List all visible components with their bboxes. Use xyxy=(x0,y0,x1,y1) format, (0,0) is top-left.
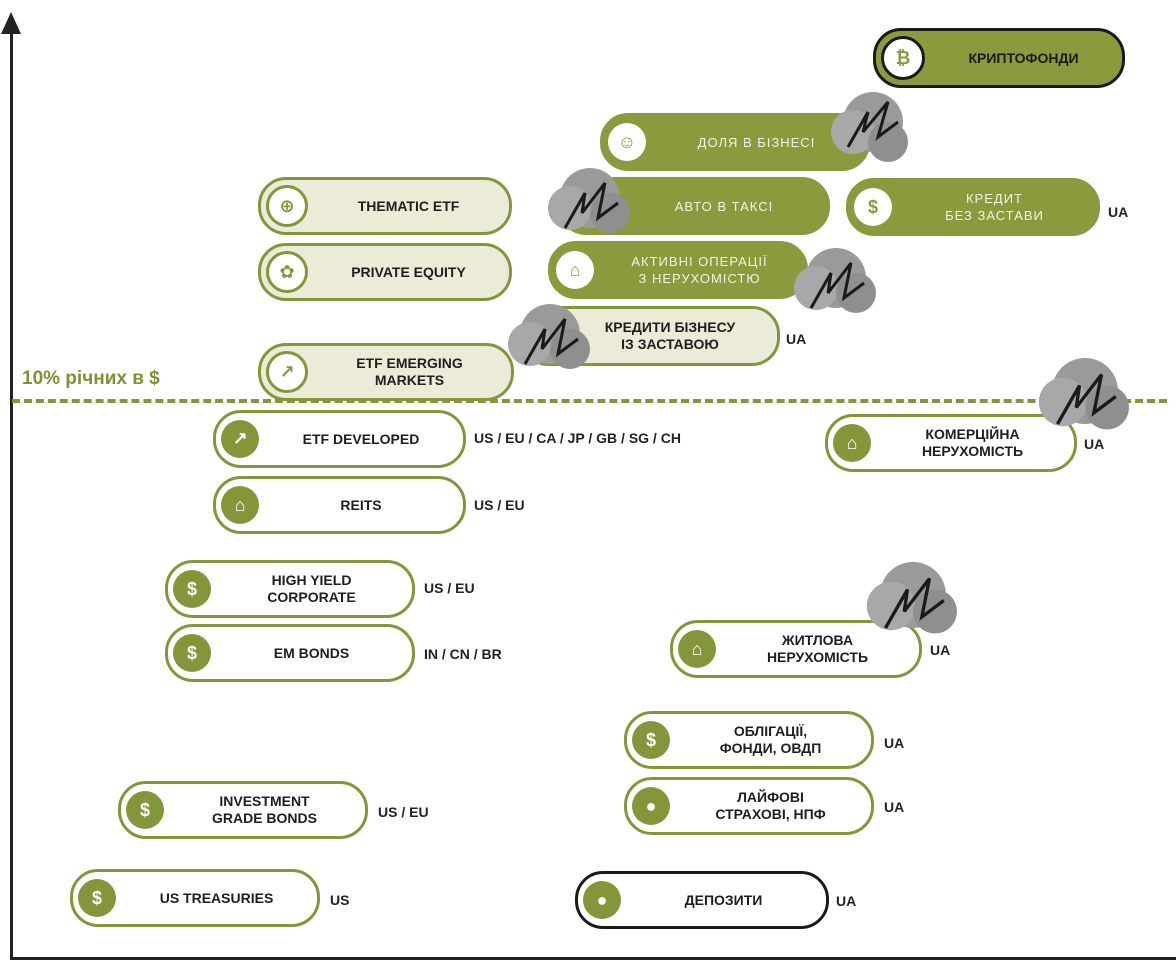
gear-icon: ✿ xyxy=(266,251,308,293)
region-label: US / EU xyxy=(378,804,429,820)
node-crypto-funds: ₿ КРИПТОФОНДИ xyxy=(873,28,1125,88)
node-label: US TREASURIES xyxy=(159,889,274,906)
node-label: АВТО В ТАКСІ xyxy=(674,198,774,214)
node-em-bonds: $ EM BONDS xyxy=(165,624,415,682)
node-label: ДОЛЯ В БІЗНЕСІ xyxy=(697,134,816,150)
node-label: КРЕДИТ БЕЗ ЗАСТАВИ xyxy=(945,191,1044,223)
explosion-icon xyxy=(794,248,876,313)
node-label: THEMATIC ETF xyxy=(357,197,460,214)
node-label: INVESTMENT GRADE BONDS xyxy=(211,793,317,826)
node-etf-developed: ↗ ETF DEVELOPED xyxy=(213,410,466,468)
chart-up-icon: ↗ xyxy=(221,420,259,458)
y-axis xyxy=(10,30,13,960)
money-icon: $ xyxy=(173,570,211,608)
explosion-icon xyxy=(548,168,630,233)
node-us-treasuries: $ US TREASURIES xyxy=(70,869,320,927)
person-money-icon: $ xyxy=(854,188,892,226)
node-business-share: ☺ ДОЛЯ В БІЗНЕСІ xyxy=(600,113,870,171)
explosion-icon xyxy=(508,304,590,369)
node-label: ЖИТЛОВА НЕРУХОМІСТЬ xyxy=(766,632,869,665)
node-etf-emerging-markets: ↗ ETF EMERGING MARKETS xyxy=(258,343,514,401)
node-ua-bonds: $ ОБЛІГАЦІЇ, ФОНДИ, ОВДП xyxy=(624,711,874,769)
region-label: UA xyxy=(1084,436,1105,452)
people-icon: ☺ xyxy=(608,123,646,161)
bank-icon: ⌂ xyxy=(556,251,594,289)
node-commercial-real-estate: ⌂ КОМЕРЦІЙНА НЕРУХОМІСТЬ xyxy=(825,414,1077,472)
node-deposits: ● ДЕПОЗИТИ xyxy=(575,871,829,929)
region-label: IN / CN / BR xyxy=(424,646,502,662)
threshold-line xyxy=(12,399,1167,403)
region-label: UA xyxy=(836,893,857,909)
explosion-icon xyxy=(831,92,908,162)
region-label: UA xyxy=(884,735,905,751)
region-label: US / EU xyxy=(474,497,525,513)
explosion-icon xyxy=(866,562,957,634)
node-label: ETF EMERGING MARKETS xyxy=(356,355,463,388)
region-label: US / EU / CA / JP / GB / SG / CH xyxy=(474,430,681,446)
node-private-equity: ✿ PRIVATE EQUITY xyxy=(258,243,512,301)
piggy-bank-icon: ● xyxy=(583,881,621,919)
bank-icon: ⌂ xyxy=(221,486,259,524)
node-reits: ⌂ REITS xyxy=(213,476,466,534)
node-thematic-etf: ⊕ THEMATIC ETF xyxy=(258,177,512,235)
region-label: UA xyxy=(1108,204,1129,220)
region-label: US / EU xyxy=(424,580,475,596)
node-label: EM BONDS xyxy=(273,644,350,661)
node-residential-real-estate: ⌂ ЖИТЛОВА НЕРУХОМІСТЬ xyxy=(670,620,922,678)
node-label: ЛАЙФОВІ СТРАХОВІ, НПФ xyxy=(715,789,826,822)
money-icon: $ xyxy=(173,634,211,672)
crosshair-icon: ⊕ xyxy=(266,185,308,227)
node-unsecured-credit: $ КРЕДИТ БЕЗ ЗАСТАВИ xyxy=(846,178,1100,236)
node-label: ОБЛІГАЦІЇ, ФОНДИ, ОВДП xyxy=(719,723,822,756)
y-axis-arrow-icon xyxy=(1,12,21,34)
node-label: ETF DEVELOPED xyxy=(302,430,420,447)
node-label: КОМЕРЦІЙНА НЕРУХОМІСТЬ xyxy=(921,426,1024,459)
node-real-estate-operations: ⌂ АКТИВНІ ОПЕРАЦІЇ З НЕРУХОМІСТЮ xyxy=(548,241,808,299)
chart-up-icon: ↗ xyxy=(266,351,308,393)
node-life-insurance: ● ЛАЙФОВІ СТРАХОВІ, НПФ xyxy=(624,777,874,835)
money-icon: $ xyxy=(632,721,670,759)
bank-icon: ⌂ xyxy=(833,424,871,462)
node-label: КРИПТОФОНДИ xyxy=(968,49,1079,66)
node-label: КРЕДИТИ БІЗНЕСУ ІЗ ЗАСТАВОЮ xyxy=(604,319,736,352)
threshold-label: 10% річних в $ xyxy=(22,368,160,389)
bitcoin-icon: ₿ xyxy=(881,36,925,80)
region-label: UA xyxy=(884,799,905,815)
region-label: US xyxy=(330,892,350,908)
node-label: АКТИВНІ ОПЕРАЦІЇ З НЕРУХОМІСТЮ xyxy=(631,254,768,286)
piggy-bank-icon: ● xyxy=(632,787,670,825)
node-investment-grade-bonds: $ INVESTMENT GRADE BONDS xyxy=(118,781,368,839)
bank-icon: ⌂ xyxy=(678,630,716,668)
x-axis xyxy=(10,957,1176,960)
node-label: REITS xyxy=(340,496,382,513)
node-label: ДЕПОЗИТИ xyxy=(684,891,763,908)
node-label: HIGH YIELD CORPORATE xyxy=(267,572,356,605)
region-label: UA xyxy=(786,331,807,347)
explosion-icon xyxy=(1038,358,1129,430)
node-label: PRIVATE EQUITY xyxy=(351,263,466,280)
money-icon: $ xyxy=(126,791,164,829)
node-high-yield-corporate: $ HIGH YIELD CORPORATE xyxy=(165,560,415,618)
region-label: UA xyxy=(930,642,951,658)
money-icon: $ xyxy=(78,879,116,917)
